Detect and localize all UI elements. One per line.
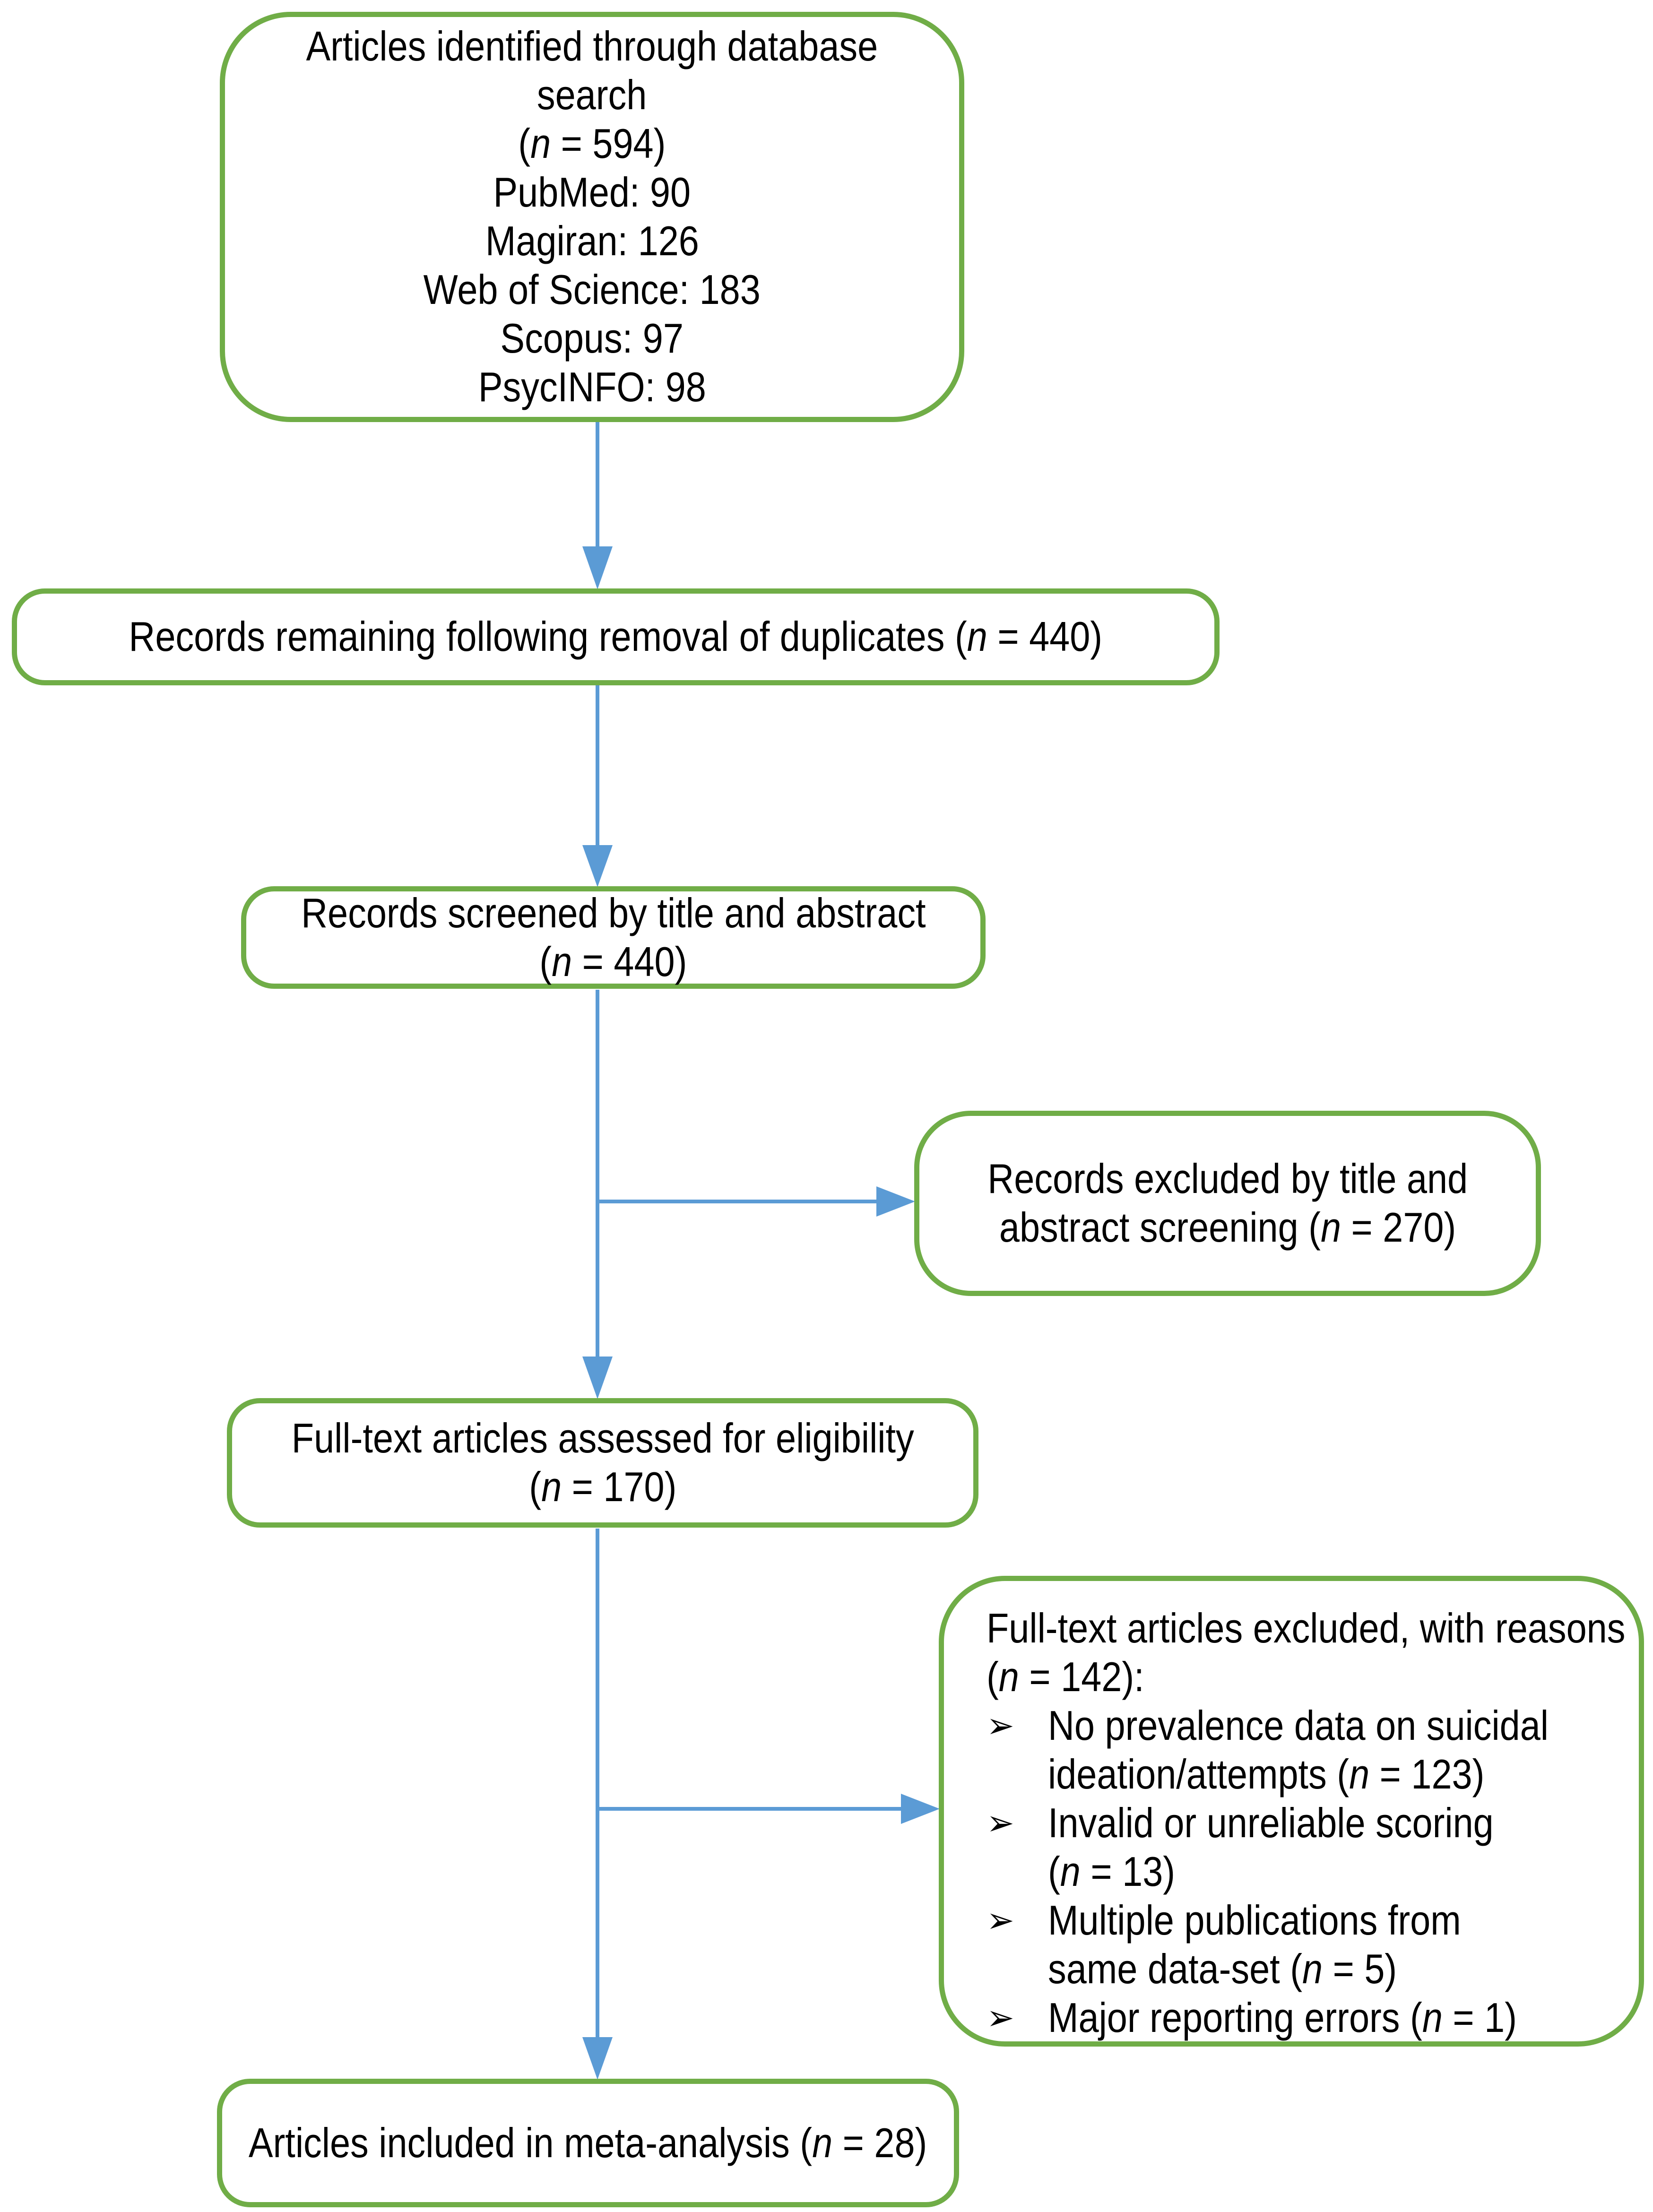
box-duplicates-removed: Records remaining following removal of d… — [12, 588, 1220, 685]
reason-line: (n = 13) — [1048, 1848, 1176, 1895]
branch-to-excluded-fulltext-head — [901, 1794, 940, 1824]
arrow-identified-to-duplicates-head — [582, 546, 613, 589]
box-line: (n = 594) — [518, 120, 666, 167]
box-records-excluded-screening: Records excluded by title and abstract s… — [914, 1111, 1541, 1296]
arrow-bullet-icon: ➢ — [987, 1998, 1014, 2037]
exclusion-reason: ➢ Major reporting errors (n = 1) — [987, 1993, 1620, 2042]
reason-line: same data-set (n = 5) — [1048, 1945, 1397, 1992]
box-line: Scopus: 97 — [500, 314, 684, 362]
exclusion-reason: ➢ No prevalence data on suicidal ideatio… — [987, 1701, 1620, 1798]
reason-line: No prevalence data on suicidal — [1048, 1702, 1549, 1749]
arrow-bullet-icon: ➢ — [987, 1706, 1014, 1745]
box-fulltext-excluded: Full-text articles excluded, with reason… — [939, 1576, 1644, 2047]
box-line: abstract screening (n = 270) — [999, 1204, 1456, 1251]
box-line: Articles identified through database — [306, 23, 878, 70]
arrow-duplicates-to-screened-head — [582, 845, 613, 887]
box-included-meta-analysis: Articles included in meta-analysis (n = … — [217, 2079, 959, 2207]
box-line: (n = 170) — [528, 1463, 677, 1510]
box-line: Web of Science: 183 — [423, 266, 761, 313]
arrow-bullet-icon: ➢ — [987, 1901, 1014, 1940]
box-line: Records remaining following removal of d… — [129, 613, 1103, 660]
box-fulltext-assessed: Full-text articles assessed for eligibil… — [227, 1398, 978, 1528]
box-line: search — [537, 71, 647, 119]
box-line: PsycINFO: 98 — [478, 363, 706, 410]
exclusion-reason: ➢ Multiple publications from same data-s… — [987, 1896, 1620, 1993]
box-line: Articles included in meta-analysis (n = … — [249, 2119, 927, 2166]
reason-line: ideation/attempts (n = 123) — [1048, 1751, 1485, 1797]
box-line: Full-text articles assessed for eligibil… — [291, 1415, 914, 1462]
reason-line: Invalid or unreliable scoring — [1048, 1799, 1494, 1846]
exclusion-reason: ➢ Invalid or unreliable scoring (n = 13) — [987, 1798, 1620, 1896]
box-records-screened: Records screened by title and abstract (… — [241, 886, 986, 989]
box-heading-line: Full-text articles excluded, with reason… — [987, 1605, 1626, 1651]
arrow-fulltext-to-included-head — [582, 2037, 613, 2080]
box-heading-line: (n = 142): — [987, 1653, 1144, 1700]
arrow-screened-to-fulltext-head — [582, 1357, 613, 1399]
box-line: Records screened by title and abstract — [301, 889, 926, 936]
box-line: Magiran: 126 — [485, 217, 699, 264]
reason-line: Major reporting errors (n = 1) — [1048, 1994, 1517, 2041]
branch-to-excluded-screening-head — [876, 1186, 915, 1217]
arrow-bullet-icon: ➢ — [987, 1803, 1014, 1842]
box-line: Records excluded by title and — [987, 1155, 1468, 1202]
box-articles-identified: Articles identified through database sea… — [220, 12, 964, 422]
reason-line: Multiple publications from — [1048, 1897, 1461, 1944]
box-line: PubMed: 90 — [493, 169, 691, 216]
box-line: (n = 440) — [539, 938, 687, 985]
